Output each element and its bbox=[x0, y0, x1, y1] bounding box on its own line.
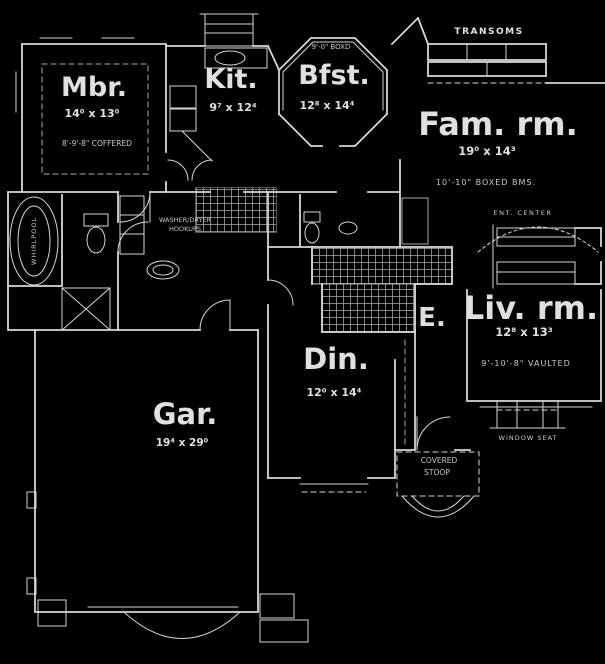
room-label-din: Din. bbox=[303, 342, 369, 376]
room-label-entry: E. bbox=[418, 303, 446, 333]
ceiling-note-mbr: 8'-9'-8" COFFERED bbox=[62, 139, 132, 148]
room-label-fam: Fam. rm. bbox=[418, 105, 578, 143]
tile-hatch-stairs bbox=[321, 283, 416, 333]
window-seat-note: WINDOW SEAT bbox=[498, 434, 558, 442]
room-dims-liv: 12⁸ x 13³ bbox=[495, 325, 553, 339]
room-dims-fam: 19⁰ x 14³ bbox=[458, 144, 516, 158]
transoms-note: TRANSOMS bbox=[454, 27, 524, 37]
room-dims-bfst: 12⁸ x 14⁴ bbox=[299, 99, 355, 112]
whirlpool-note: WHIRLPOOL bbox=[29, 216, 38, 266]
powder-fixtures bbox=[303, 211, 358, 244]
ceiling-note-fam: 10'-10" BOXED BMS. bbox=[435, 178, 537, 187]
tile-hatch-kitchen bbox=[195, 187, 277, 233]
garage-details bbox=[26, 491, 309, 643]
covered-stoop-note-line1: COVERED bbox=[420, 456, 458, 465]
ceiling-note-liv: 9'-10'-8" VAULTED bbox=[481, 359, 571, 368]
hall-closet bbox=[401, 197, 429, 245]
room-label-kit: Kit. bbox=[204, 64, 258, 95]
covered-stoop-outline bbox=[396, 451, 480, 518]
door-swings bbox=[117, 191, 451, 451]
entertainment-center bbox=[477, 224, 599, 289]
toilet bbox=[83, 213, 109, 254]
whirlpool-tub bbox=[9, 196, 59, 286]
room-label-liv: Liv. rm. bbox=[463, 289, 599, 327]
room-label-gar: Gar. bbox=[152, 397, 218, 431]
range-vent bbox=[199, 13, 259, 47]
shower bbox=[61, 287, 111, 331]
laundry-note-line1: WASHER/DRYER bbox=[158, 216, 212, 224]
room-dims-gar: 19⁴ x 29⁰ bbox=[155, 437, 209, 449]
window-marks bbox=[15, 37, 547, 493]
room-dims-din: 12⁰ x 14⁴ bbox=[306, 386, 362, 399]
ceiling-note-bfst: 9'-0" BOXD bbox=[311, 43, 351, 51]
window-seat-bay bbox=[479, 400, 593, 429]
covered-stoop-note-line2: STOOP bbox=[424, 468, 450, 477]
kitchen-counters bbox=[167, 47, 268, 181]
room-label-mbr: Mbr. bbox=[61, 72, 127, 103]
room-dims-kit: 9⁷ x 12⁴ bbox=[209, 101, 257, 114]
laundry-note-line2: HOOKUPS bbox=[168, 225, 202, 233]
room-label-bfst: Bfst. bbox=[298, 60, 370, 91]
tile-hatch-hall bbox=[311, 246, 453, 285]
ent-center-note: ENT. CENTER bbox=[493, 209, 553, 217]
room-dims-mbr: 14⁰ x 13⁰ bbox=[64, 107, 120, 120]
